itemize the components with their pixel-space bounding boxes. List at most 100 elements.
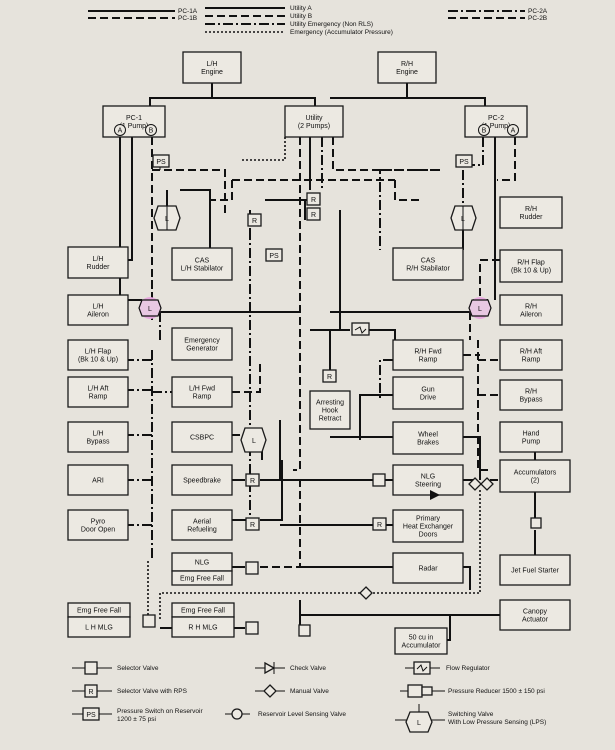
legend-bottom: Selector Valve R Selector Valve with RPS… [72, 661, 546, 733]
key-pressure-reducer: Pressure Reducer 1500 ± 150 psi [448, 688, 545, 695]
box-label: (2 Pumps) [298, 123, 330, 130]
pump-b-icon: B [145, 124, 157, 136]
box-label: CAS [421, 258, 436, 265]
box-utility: Utility(2 Pumps) [284, 105, 344, 138]
box-label: Primary [416, 516, 441, 523]
switching-valve-rh-aileron-icon: L [468, 297, 492, 319]
key-switching-valve: Switching Valve [448, 711, 494, 718]
box-label: PC-1 [126, 115, 142, 122]
key-selector-valve: Selector Valve [117, 665, 159, 672]
box-label: L/H [93, 431, 104, 438]
svg-text:A: A [118, 128, 123, 135]
box-label: Ramp [89, 394, 108, 401]
box-label: Speedbrake [183, 478, 221, 485]
legend-top: PC-1A PC-1B Utility A Utility B Utility … [88, 5, 548, 36]
check-valve-icon [430, 490, 440, 500]
box-label: Emg Free Fall [180, 576, 224, 583]
svg-text:L: L [417, 720, 421, 727]
manual-valve-icon [359, 586, 373, 600]
legend-pc1b: PC-1B [178, 15, 197, 22]
box-label: Engine [396, 69, 418, 76]
box-label: Radar [418, 566, 438, 573]
box-label: R/H [525, 206, 537, 213]
box-label: R/H Flap [517, 260, 545, 267]
selector-valve-rps-icon: R [245, 473, 260, 487]
box-lh-mlg: L H MLG [67, 616, 131, 638]
box-accumulators: Accumulators(2) [499, 459, 571, 493]
key-pressure-switch: Pressure Switch on Reservoir [117, 708, 203, 715]
box-label: Hook [322, 408, 339, 415]
svg-text:B: B [482, 128, 487, 135]
box-label: Accumulators [514, 470, 557, 477]
box-jet-fuel-starter: Jet Fuel Starter [499, 554, 571, 586]
box-label: Emergency [184, 338, 220, 345]
box-label: Arresting [316, 400, 344, 407]
symbols: A B B A PS PS PS R R R R R R R L L L L [114, 124, 542, 637]
selector-valve-rps-icon: R [372, 517, 387, 531]
box-label: R/H [401, 61, 413, 68]
box-label: NLG [421, 474, 435, 481]
box-label: L/H [93, 256, 104, 263]
box-label: NLG [195, 560, 209, 567]
box-label: L/H Fwd [189, 386, 215, 393]
legend-utility-b: Utility B [290, 13, 312, 20]
legend-pc2b: PC-2B [528, 15, 547, 22]
svg-text:PS: PS [86, 712, 96, 719]
box-ari: ARI [67, 464, 129, 496]
key-pressure-switch-value: 1200 ± 75 psi [117, 716, 156, 723]
legend-utility-emergency: Utility Emergency (Non RLS) [290, 21, 373, 28]
svg-text:R: R [250, 522, 255, 529]
box-label: Aerial [193, 519, 211, 526]
box-label: Gun [421, 387, 434, 394]
box-label: Accumulator [402, 643, 442, 650]
box-label: Doors [419, 532, 438, 539]
box-label: Bypass [520, 397, 543, 404]
svg-text:L: L [165, 216, 169, 223]
svg-text:PS: PS [459, 159, 469, 166]
box-label: (Bk 10 & Up) [78, 357, 118, 364]
box-label: Retract [319, 416, 342, 423]
svg-text:B: B [149, 128, 154, 135]
box-label: Emg Free Fall [181, 608, 225, 615]
box-label: L/H Flap [85, 349, 112, 356]
legend-pc2a: PC-2A [528, 8, 548, 15]
svg-text:L: L [461, 216, 465, 223]
svg-text:R: R [377, 522, 382, 529]
manual-valve-icon [468, 477, 482, 491]
svg-text:PS: PS [156, 159, 166, 166]
box-label: Door Open [81, 527, 115, 534]
selector-valve-icon [372, 473, 386, 487]
pump-a-icon: A [114, 124, 126, 136]
svg-text:R: R [250, 478, 255, 485]
selector-valve-rps-icon: R [306, 207, 321, 221]
svg-text:L: L [148, 306, 152, 313]
box-label: 50 cu in [409, 635, 434, 642]
box-label: R/H [525, 304, 537, 311]
svg-text:R: R [252, 218, 257, 225]
manual-valve-icon [480, 477, 494, 491]
box-label: Steering [415, 482, 441, 489]
svg-text:PS: PS [269, 253, 279, 260]
box-label: L H MLG [85, 625, 113, 632]
box-label: Utility [305, 115, 323, 122]
svg-text:L: L [252, 438, 256, 445]
box-label: Wheel [418, 432, 438, 439]
switching-valve-icon: L [240, 427, 267, 453]
box-label: Heat Exchanger [403, 524, 454, 531]
box-label: (2) [531, 478, 540, 485]
box-label: Drive [420, 395, 436, 402]
box-label: L/H [207, 61, 218, 68]
